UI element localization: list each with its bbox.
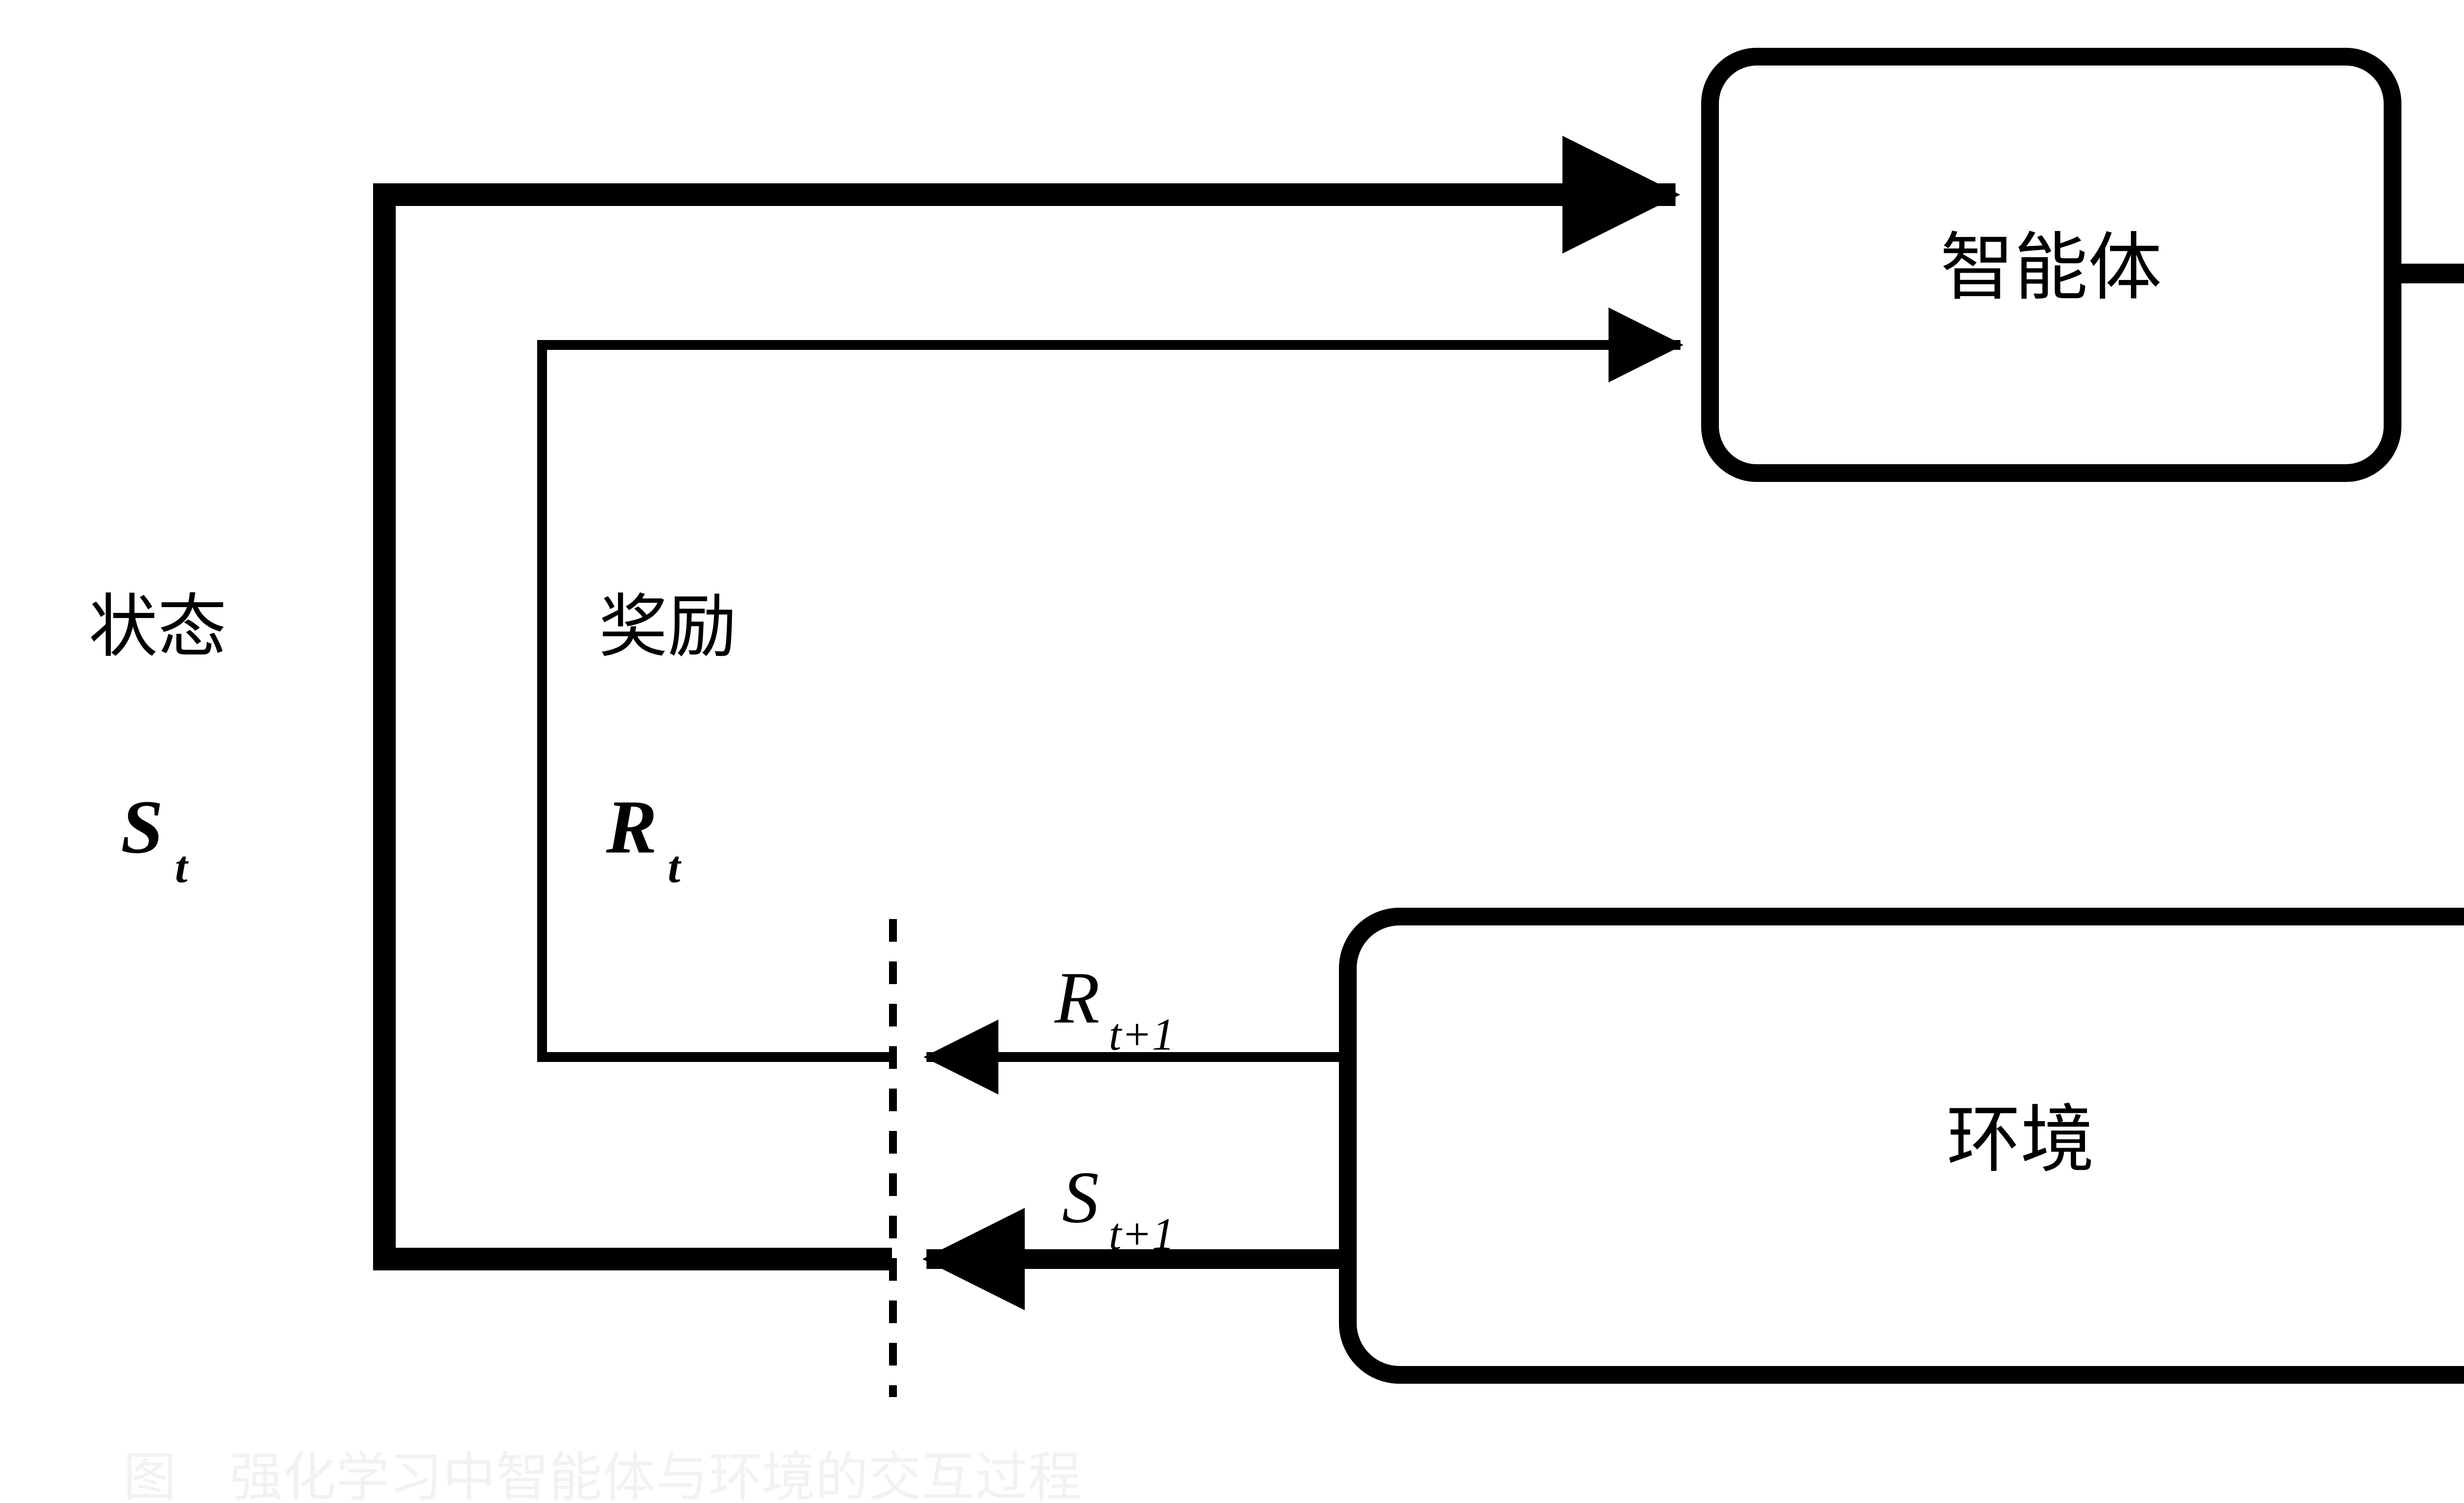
state-symbol-subscript: t <box>175 842 189 892</box>
reward-label-cn: 奖励 <box>599 589 737 666</box>
reward-next-label-group: R t+1 <box>1054 957 1175 1059</box>
figure-caption: 图 强化学习中智能体与环境的交互过程 <box>123 1449 1081 1503</box>
state-symbol: S <box>121 785 163 869</box>
agent-label: 智能体 <box>1940 227 2162 309</box>
environment-box[interactable] <box>1339 908 2464 1384</box>
reward-feedback-path <box>537 307 1684 1062</box>
reward-symbol-subscript: t <box>668 842 682 892</box>
state-label-cn: 状态 <box>89 589 227 666</box>
state-next-label-group: S t+1 <box>1062 1157 1175 1259</box>
agent-node[interactable]: 智能体 <box>1701 48 2401 482</box>
state-next-symbol: S <box>1062 1157 1099 1238</box>
state-label-group: 状态 S t <box>89 589 227 892</box>
reward-next-symbol: R <box>1054 957 1100 1039</box>
environment-label: 环境 <box>1947 1099 2094 1181</box>
reward-next-subscript: t+1 <box>1109 1009 1175 1059</box>
state-feedback-path <box>373 136 1680 1270</box>
reward-symbol: R <box>606 785 657 869</box>
state-next-subscript: t+1 <box>1109 1209 1175 1259</box>
agent-box[interactable] <box>1701 48 2401 482</box>
reward-label-group: 奖励 R t <box>599 589 737 892</box>
environment-node[interactable]: 环境 <box>1339 908 2464 1384</box>
